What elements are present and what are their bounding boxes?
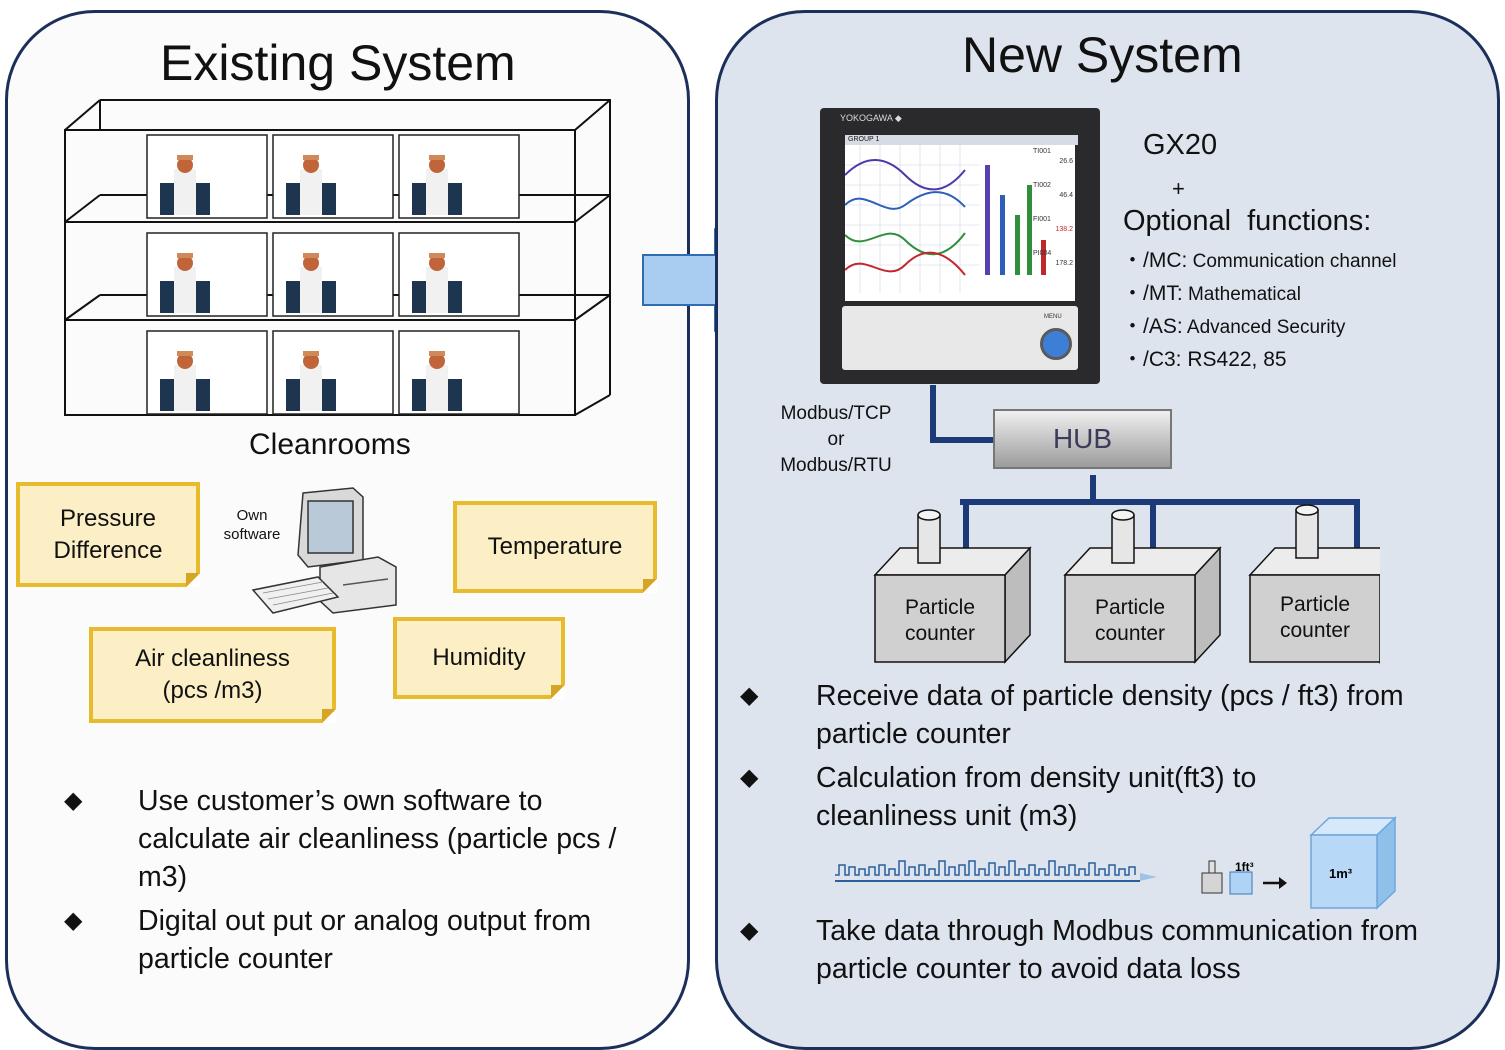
option-as: ・/AS: Advanced Security <box>1122 311 1396 344</box>
option-desc: Communication channel <box>1187 251 1397 272</box>
new-bullets: ◆ Receive data of particle density (pcs … <box>740 677 1440 841</box>
counter-label-line2: counter <box>904 622 976 645</box>
option-desc: Mathematical <box>1182 284 1301 305</box>
own-software-label: Own software <box>212 506 292 544</box>
device-tag-list: TI001 26.6 TI002 46.4 FI001 138.2 PI004 … <box>1033 147 1073 269</box>
note-air-line1: Air cleanliness <box>135 645 290 672</box>
option-code: ・/C3: <box>1122 348 1182 371</box>
device-value: 178.2 <box>1055 260 1073 267</box>
note-pressure-line2: Difference <box>53 536 163 564</box>
device-tag: TI002 <box>1033 182 1051 189</box>
network-diagram <box>873 385 1380 664</box>
existing-system-title: Existing System <box>160 35 516 91</box>
note-humidity-text: Humidity <box>432 644 526 671</box>
particle-counter-1 <box>873 509 1032 664</box>
note-pressure-line1: Pressure <box>59 504 157 532</box>
new-bullets-3: ◆ Take data through Modbus communication… <box>740 912 1440 994</box>
counter-label-line1: Particle <box>904 596 976 619</box>
ft3-cube-icon <box>1229 871 1253 895</box>
device-value: 26.6 <box>1059 158 1073 165</box>
device-trend-chart <box>845 145 1046 293</box>
option-code: ・/AS: <box>1122 315 1183 338</box>
diamond-bullet-icon: ◆ <box>740 764 759 791</box>
counter-label-line1: Particle <box>1094 596 1166 619</box>
option-desc: RS422, 85 <box>1181 348 1287 371</box>
option-c3: ・/C3: RS422, 85 <box>1122 344 1396 376</box>
device-menu-button[interactable] <box>1040 328 1072 360</box>
existing-bullet-1-text: Use customer’s own software to calculate… <box>138 785 617 893</box>
device-value: 46.4 <box>1059 192 1073 199</box>
own-software-line1: Own <box>236 507 268 524</box>
m3-label: 1m³ <box>1329 866 1353 881</box>
note-air-line2: (pcs /m3) <box>162 677 263 704</box>
device-value: 138.2 <box>1055 226 1073 233</box>
m3-cube-icon <box>1309 816 1397 910</box>
unit-conversion-illustration: 1ft³ 1m³ <box>835 816 1397 910</box>
new-bullet-2-text: Calculation from density unit(ft3) to cl… <box>816 762 1257 832</box>
new-system-title: New System <box>962 27 1243 83</box>
option-code: ・/MC: <box>1122 249 1188 272</box>
device-lower-panel: MENU <box>842 306 1078 370</box>
counter-label-line2: counter <box>1279 619 1351 642</box>
hub-box: HUB <box>993 409 1172 469</box>
diamond-bullet-icon: ◆ <box>740 682 759 709</box>
diamond-bullet-icon: ◆ <box>64 787 83 814</box>
new-bullet-3: ◆ Take data through Modbus communication… <box>740 912 1440 988</box>
option-desc: Advanced Security <box>1182 317 1346 338</box>
option-code: ・/MT: <box>1122 282 1183 305</box>
device-menu-label: MENU <box>1044 314 1062 320</box>
device-brand: YOKOGAWA ◆ <box>840 113 902 123</box>
particle-counter-3 <box>1248 504 1380 664</box>
counter-label-line1: Particle <box>1279 593 1351 616</box>
existing-bullet-2: ◆ Digital out put or analog output from … <box>60 902 660 978</box>
protocol-line3: Modbus/RTU <box>780 455 892 476</box>
ft3-label: 1ft³ <box>1235 860 1254 874</box>
optional-functions-list: ・/MC: Communication channel ・/MT: Mathem… <box>1122 245 1396 376</box>
plus-label: + <box>1172 176 1185 201</box>
gx20-device: YOKOGAWA ◆ GROUP 1 TI001 26.6 TI002 46.4… <box>820 108 1100 384</box>
own-software-line2: software <box>223 526 281 543</box>
computer-icon <box>251 487 397 614</box>
option-mt: ・/MT: Mathematical <box>1122 278 1396 311</box>
device-group: GROUP 1 <box>845 135 1078 145</box>
existing-bullets: ◆ Use customer’s own software to calcula… <box>60 782 660 984</box>
particle-counter-label-1: Particle counter <box>880 595 1000 647</box>
cleanrooms-label: Cleanrooms <box>249 428 411 461</box>
new-bullet-2: ◆ Calculation from density unit(ft3) to … <box>740 759 1356 835</box>
note-humidity: Humidity <box>393 617 565 699</box>
device-screen: GROUP 1 TI001 26.6 TI002 46.4 FI001 138.… <box>845 135 1078 301</box>
option-mc: ・/MC: Communication channel <box>1122 245 1396 278</box>
small-counter-icon <box>1201 860 1223 894</box>
new-bullet-1-text: Receive data of particle density (pcs / … <box>816 680 1404 750</box>
note-temperature: Temperature <box>453 501 657 593</box>
particle-counter-2 <box>1063 509 1222 664</box>
counter-label-line2: counter <box>1094 622 1166 645</box>
diamond-bullet-icon: ◆ <box>64 907 83 934</box>
existing-bullet-2-text: Digital out put or analog output from pa… <box>138 905 592 975</box>
new-bullet-3-text: Take data through Modbus communication f… <box>816 915 1418 985</box>
note-temperature-text: Temperature <box>487 533 623 560</box>
worker-figures <box>160 155 462 411</box>
device-tag: FI001 <box>1033 216 1051 223</box>
device-tag: PI004 <box>1033 250 1052 257</box>
pulse-waveform <box>835 860 1140 882</box>
device-tag: TI001 <box>1033 148 1051 155</box>
diamond-bullet-icon: ◆ <box>740 917 759 944</box>
particle-counter-label-2: Particle counter <box>1070 595 1190 647</box>
arrow-right-icon <box>1263 877 1287 889</box>
model-label: GX20 <box>1143 129 1218 161</box>
cleanrooms-illustration <box>64 99 611 416</box>
existing-bullet-1: ◆ Use customer’s own software to calcula… <box>60 782 660 896</box>
cleanroom-cells <box>146 134 520 415</box>
protocol-line1: Modbus/TCP <box>780 403 892 424</box>
protocol-line2: or <box>827 429 845 450</box>
optional-functions-title: Optional functions: <box>1123 205 1372 237</box>
protocol-label: Modbus/TCP or Modbus/RTU <box>766 401 906 479</box>
note-air-cleanliness: Air cleanliness (pcs /m3) <box>89 627 336 723</box>
new-bullet-1: ◆ Receive data of particle density (pcs … <box>740 677 1440 753</box>
particle-counter-label-3: Particle counter <box>1255 592 1375 644</box>
